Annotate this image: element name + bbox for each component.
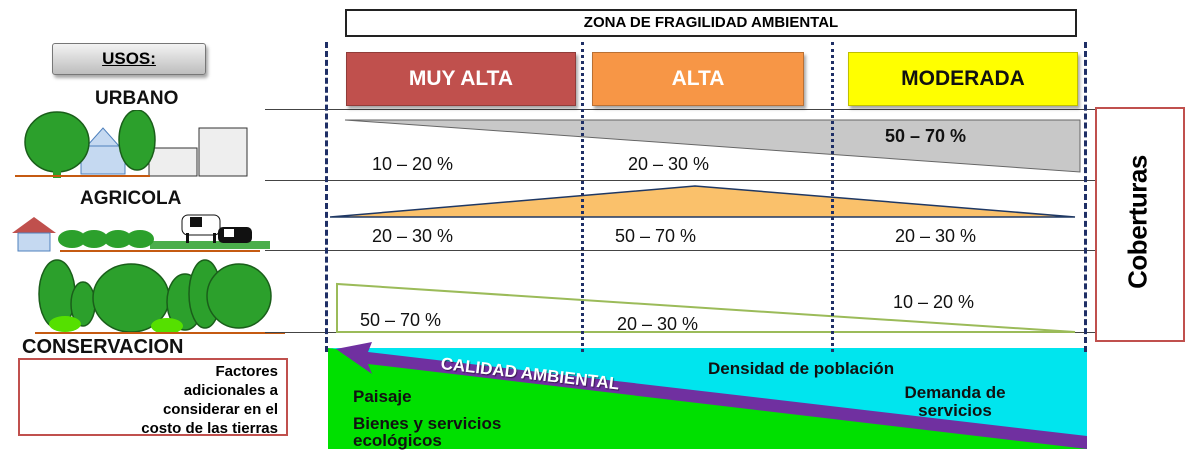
zone-muy-alta: MUY ALTA <box>346 52 576 106</box>
pct-agricola-alta: 50 – 70 % <box>615 226 697 246</box>
pct-conservacion-alta: 20 – 30 % <box>617 314 699 334</box>
pct-conservacion-muy-alta: 50 – 70 % <box>360 310 442 330</box>
pct-urbano-moderada: 50 – 70 % <box>885 126 967 146</box>
use-label-agricola: AGRICOLA <box>80 188 182 209</box>
zone-alta: ALTA <box>592 52 804 106</box>
demanda-label-line2: servicios <box>918 401 992 420</box>
divider-right <box>1084 42 1087 352</box>
paisaje-label: Paisaje <box>353 387 412 406</box>
urban-triangle <box>344 119 1081 173</box>
pct-urbano-muy-alta: 10 – 20 % <box>372 154 454 174</box>
grid-line-2 <box>265 180 1095 181</box>
grid-line-1 <box>265 109 1095 110</box>
agricultural-illustration <box>12 214 270 252</box>
coberturas-label: Coberturas <box>1122 155 1153 289</box>
factors-line-4: costo de las tierras <box>141 420 278 437</box>
use-label-urbano: URBANO <box>95 88 179 109</box>
divider-2 <box>831 42 834 352</box>
conservation-illustration <box>35 259 285 334</box>
factors-line-3: considerar en el <box>162 401 278 418</box>
factors-line-2: adicionales a <box>183 382 278 399</box>
bienes-label-line2: ecológicos <box>353 431 442 450</box>
bienes-label-line1: Bienes y servicios <box>353 414 502 433</box>
use-label-conservacion: CONSERVACION <box>22 336 184 358</box>
coberturas-box <box>1095 107 1185 342</box>
pct-urbano-alta: 20 – 30 % <box>628 154 710 174</box>
demanda-label-line1: Demanda de <box>904 383 1006 402</box>
usos-label: USOS: <box>52 43 206 75</box>
factors-box: Factores adicionales a considerar en el … <box>18 358 288 437</box>
pct-conservacion-moderada: 10 – 20 % <box>893 292 975 312</box>
densidad-label: Densidad de población <box>708 359 895 378</box>
pct-agricola-muy-alta: 20 – 30 % <box>372 226 454 246</box>
grid-line-3 <box>265 250 1095 251</box>
agricultural-triangle <box>329 185 1076 218</box>
urban-illustration <box>15 110 248 178</box>
pct-agricola-moderada: 20 – 30 % <box>895 226 977 246</box>
factors-line-1: Factores <box>215 363 278 380</box>
conservation-triangle <box>336 282 1076 333</box>
divider-left <box>325 42 328 352</box>
diagram-title: ZONA DE FRAGILIDAD AMBIENTAL <box>345 9 1077 37</box>
calidad-arrow <box>336 342 1087 449</box>
divider-1 <box>581 42 584 352</box>
zone-moderada: MODERADA <box>848 52 1078 106</box>
